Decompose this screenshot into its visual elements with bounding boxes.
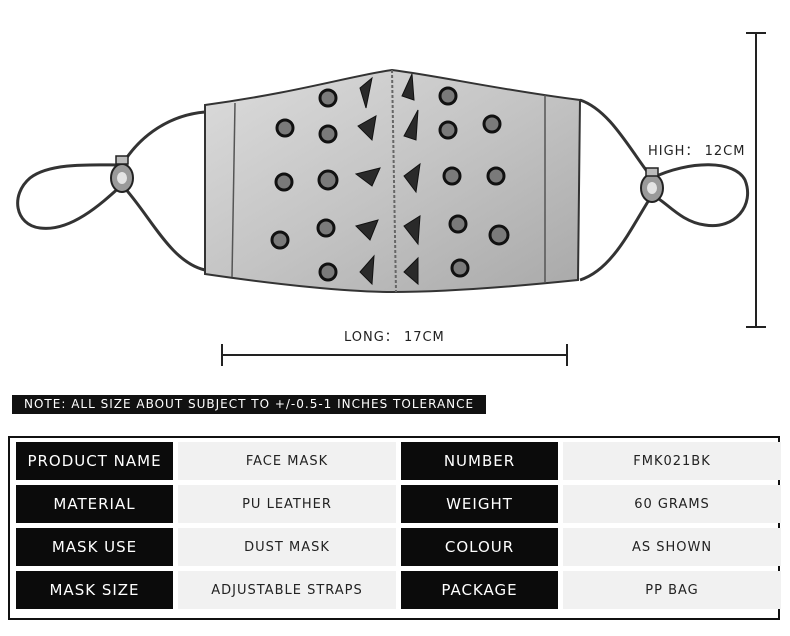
spec-label-mask-use: MASK USE (16, 528, 173, 566)
spec-label-mask-size: MASK SIZE (16, 571, 173, 609)
spec-label-weight: WEIGHT (401, 485, 558, 523)
height-dimension-line (746, 32, 766, 328)
spikes (354, 73, 421, 286)
spec-value-product-name: FACE MASK (178, 442, 396, 480)
height-label: HIGH： 12CM (648, 144, 746, 159)
length-dimension-line (221, 344, 568, 366)
spec-value-number: FMK021BK (563, 442, 781, 480)
spec-value-package: PP BAG (563, 571, 781, 609)
spec-value-mask-size: ADJUSTABLE STRAPS (178, 571, 396, 609)
spec-value-material: PU LEATHER (178, 485, 396, 523)
face-mask-illustration (16, 32, 766, 366)
spec-label-colour: COLOUR (401, 528, 558, 566)
strap-stopper-right (640, 167, 664, 203)
ear-loop-right (579, 98, 750, 282)
strap-stopper-left (110, 155, 134, 193)
tolerance-note: NOTE: ALL SIZE ABOUT SUBJECT TO +/-0.5-1… (12, 395, 487, 414)
spec-label-product-name: PRODUCT NAME (16, 442, 173, 480)
spec-value-weight: 60 GRAMS (563, 485, 781, 523)
spec-label-package: PACKAGE (401, 571, 558, 609)
spec-value-colour: AS SHOWN (563, 528, 781, 566)
spec-label-material: MATERIAL (16, 485, 173, 523)
mask-body (204, 68, 582, 294)
ear-loop-left (16, 110, 206, 272)
eyelets (270, 86, 510, 282)
spec-label-number: NUMBER (401, 442, 558, 480)
length-label: LONG： 17CM (344, 330, 445, 345)
spec-table: PRODUCT NAME FACE MASK NUMBER FMK021BK M… (16, 442, 781, 609)
spec-value-mask-use: DUST MASK (178, 528, 396, 566)
